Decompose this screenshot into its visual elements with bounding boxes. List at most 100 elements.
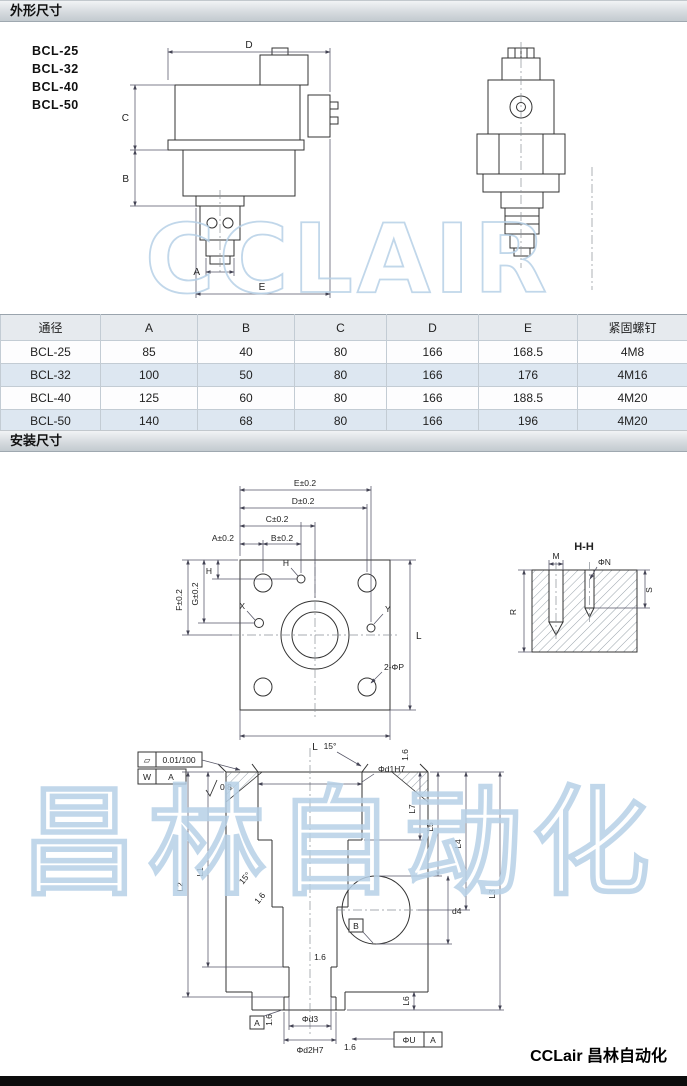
plate-top-dims: A±0.2 B±0.2 C±0.2 D±0.2 E±0.2 — [212, 478, 372, 622]
col-header: A — [100, 314, 198, 341]
dim-label-e: E — [259, 282, 266, 293]
angle-label: 15° — [324, 741, 337, 751]
datum-flags: A B ΦU A — [249, 918, 443, 1048]
dim-label-a: A — [193, 267, 200, 278]
dim-label-c02: C±0.2 — [266, 514, 289, 524]
footer-brand: CCLair 昌林自动化 — [530, 1048, 667, 1065]
dim-label-l-right: L — [416, 631, 422, 642]
table-header-row: 通径 A B C D E 紧固螺钉 — [0, 314, 687, 341]
cavity-right-dims: L7 L5 L4 L3 d4 L6 — [347, 771, 504, 1011]
section-title-install: 安装尺寸 — [10, 433, 63, 448]
dim-label-l1: L1 — [195, 867, 205, 877]
roughness-value: 0.8 — [220, 782, 232, 792]
dim-label-f02: F±0.2 — [174, 589, 184, 611]
col-header: D — [386, 314, 479, 341]
finish-label: 1.6 — [264, 1014, 274, 1026]
finish-label: 1.6 — [314, 952, 326, 962]
watermark-cclair: CCLAIR — [145, 205, 551, 314]
datum-a-flag — [249, 1015, 265, 1030]
hole-h-label: H — [283, 558, 289, 568]
table-cell: 40 — [197, 340, 295, 364]
dim-label-l7: L7 — [407, 804, 417, 814]
table-cell: 85 — [100, 340, 198, 364]
table-cell: BCL-50 — [0, 409, 101, 433]
table-cell: 166 — [386, 409, 479, 433]
model-item: BCL-50 — [32, 98, 79, 112]
dim-label-d: D — [245, 40, 252, 51]
flatness-frame — [137, 751, 203, 768]
dim-D-group: D — [167, 40, 331, 92]
table-cell: 166 — [386, 386, 479, 410]
table-cell: 125 — [100, 386, 198, 410]
pin-y-label: Y — [385, 604, 391, 614]
col-header: 通径 — [0, 314, 101, 341]
section-bar-outline: 外形尺寸 — [0, 0, 687, 22]
outline-drawing: D C B A E CCLAIR — [122, 40, 593, 314]
dim-label-b02: B±0.2 — [271, 533, 293, 543]
tolerance-frames: ▱ 0.01/100 W A 0.8 — [137, 751, 241, 797]
runout-datum: A — [430, 1035, 436, 1045]
table-row: BCL-40 125 60 80 166 188.5 4M20 — [0, 386, 687, 410]
cavity-left-dims: L1 L2 15° 1.6 1.6 — [175, 771, 326, 998]
dim-label-c: C — [122, 113, 129, 124]
dimension-table: 通径 A B C D E 紧固螺钉 BCL-25 85 40 80 166 16… — [0, 314, 687, 433]
plate-right-bottom-dims: L L — [239, 559, 422, 753]
table-cell: 100 — [100, 363, 198, 387]
section-title-outline: 外形尺寸 — [10, 3, 63, 18]
table-cell: BCL-32 — [0, 363, 101, 387]
table-cell: 4M20 — [577, 386, 687, 410]
dim-label-g02: G±0.2 — [190, 582, 200, 605]
pin-x-label: X — [239, 601, 245, 611]
table-cell: 196 — [478, 409, 578, 433]
model-item: BCL-40 — [32, 80, 79, 94]
runout-frame-datum-cell — [423, 1031, 443, 1048]
table-cell: 80 — [294, 340, 387, 364]
table-cell: 68 — [197, 409, 295, 433]
dim-label-l3: L3 — [487, 889, 497, 899]
table-cell: BCL-25 — [0, 340, 101, 364]
table-row: BCL-50 140 68 80 166 196 4M20 — [0, 409, 687, 433]
finish-label: 1.6 — [400, 749, 410, 761]
dim-label-l5: L5 — [425, 822, 435, 832]
dim-label-d3: Φd3 — [302, 1014, 319, 1024]
model-list: BCL-25 BCL-32 BCL-40 BCL-50 — [32, 42, 79, 114]
watermark-changlin: 昌林自动化 — [20, 774, 660, 912]
table-cell: 50 — [197, 363, 295, 387]
table-cell: 4M16 — [577, 363, 687, 387]
hatch-corner-left — [225, 771, 264, 803]
dim-label-l4: L4 — [453, 839, 463, 849]
table-cell: 4M8 — [577, 340, 687, 364]
col-header: B — [197, 314, 295, 341]
cavity-top-dims: Φd1H7 15° 1.6 — [257, 741, 410, 786]
finish-label: 1.6 — [344, 1042, 356, 1052]
runout-value: ΦU — [403, 1035, 416, 1045]
col-header: C — [294, 314, 387, 341]
dim-label-e02: E±0.2 — [294, 478, 316, 488]
flatness-symbol: ▱ — [144, 755, 151, 765]
dim-label-l6: L6 — [401, 996, 411, 1006]
dim-label-a02: A±0.2 — [212, 533, 234, 543]
datum-b-flag — [348, 918, 364, 933]
dim-label-l-bottom: L — [312, 742, 318, 753]
table-cell: 166 — [386, 340, 479, 364]
dim-C-group: C — [122, 84, 175, 151]
table-cell: 140 — [100, 409, 198, 433]
dim-A-group: A — [193, 258, 235, 278]
dim-label-d02: D±0.2 — [292, 496, 315, 506]
datum-a-label: A — [254, 1018, 260, 1028]
col-header: E — [478, 314, 578, 341]
table-row: BCL-25 85 40 80 166 168.5 4M8 — [0, 340, 687, 364]
table-cell: BCL-40 — [0, 386, 101, 410]
dim-label-s: S — [644, 587, 654, 593]
section-hh-title: H-H — [574, 541, 594, 553]
dim-label-m: M — [552, 551, 559, 561]
dim-label-d1: Φd1H7 — [378, 764, 405, 774]
dim-label-h: H — [206, 566, 212, 576]
dim-E-group: E — [195, 139, 331, 298]
table-cell: 176 — [478, 363, 578, 387]
table-cell: 60 — [197, 386, 295, 410]
table-cell: 80 — [294, 409, 387, 433]
installation-drawing: A±0.2 B±0.2 C±0.2 D±0.2 E±0.2 H G±0.2 F±… — [19, 478, 660, 1055]
table-cell: 166 — [386, 363, 479, 387]
w-frame-symbol: W — [143, 772, 151, 782]
